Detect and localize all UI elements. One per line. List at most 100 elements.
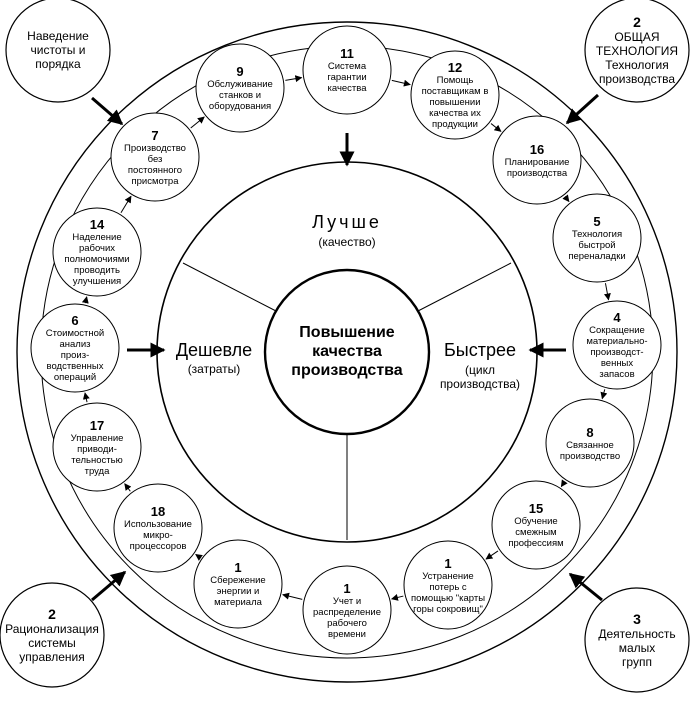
node-n17-number: 17 bbox=[89, 417, 105, 433]
sector-top-title: Лучше bbox=[312, 212, 382, 232]
sector-right-subtitle-line1: (цикл bbox=[465, 363, 495, 377]
node-n1c-text: Устранение потерь с помощью "карты горы … bbox=[410, 570, 486, 615]
link-arrow-n12-n16 bbox=[490, 123, 502, 132]
node-links bbox=[81, 75, 611, 601]
arrow-corner-br bbox=[568, 572, 603, 602]
node-n15-number: 15 bbox=[528, 501, 544, 516]
center-title-line1: Повышение bbox=[299, 324, 395, 341]
node-n14-text: Наделение рабочих полномочиями проводить… bbox=[64, 232, 130, 287]
link-arrow-n9-n11 bbox=[285, 75, 303, 83]
node-n11-text: Система гарантии качества bbox=[327, 61, 367, 94]
sector-left-title: Дешевле bbox=[175, 340, 253, 360]
node-circle-n14 bbox=[52, 207, 142, 297]
corner-bl-number: 2 bbox=[48, 606, 56, 622]
node-n18-text: Использование микро- процессоров bbox=[124, 519, 192, 552]
node-circles bbox=[30, 25, 662, 655]
node-n9-number: 9 bbox=[236, 64, 244, 79]
node-circle-n1b bbox=[302, 565, 392, 655]
center-title-line3: производства bbox=[291, 362, 403, 379]
node-circle-n18 bbox=[113, 483, 203, 573]
node-n7-text: Производство без постоянного присмотра bbox=[124, 142, 186, 187]
arrow-corner-bl bbox=[91, 570, 127, 602]
node-n1a-number: 1 bbox=[234, 560, 242, 575]
node-n5-number: 5 bbox=[593, 214, 601, 229]
link-arrow-n17-n6 bbox=[82, 392, 90, 403]
link-arrow-n14-n7 bbox=[120, 195, 132, 213]
corner-tr-text: ОБЩАЯ ТЕХНОЛОГИЯ Технология производства bbox=[595, 30, 679, 86]
node-circle-n1c bbox=[403, 540, 493, 630]
node-n4-text: Сокращение материально- производст- венн… bbox=[586, 325, 648, 380]
node-n16-number: 16 bbox=[529, 141, 545, 157]
node-n7-number: 7 bbox=[151, 127, 159, 143]
node-n14-number: 14 bbox=[89, 217, 105, 232]
link-arrow-n15-n1c bbox=[485, 550, 499, 560]
node-n4-number: 4 bbox=[613, 310, 621, 325]
node-n1c-number: 1 bbox=[444, 555, 452, 571]
corner-br-text: Деятельность малых групп bbox=[598, 627, 676, 669]
link-arrow-n4-n8 bbox=[600, 389, 608, 400]
link-arrow-n8-n15 bbox=[560, 479, 568, 488]
sector-right-title: Быстрее bbox=[443, 340, 517, 360]
link-arrow-n1b-n1a bbox=[282, 592, 303, 600]
node-circle-n17 bbox=[52, 402, 142, 492]
node-n17-text: Управление приводи- тельностью труда bbox=[70, 432, 124, 477]
corner-circle-tr bbox=[584, 0, 690, 103]
corner-circle-br bbox=[584, 587, 690, 693]
corner-tl-text: Наведение чистоты и порядка bbox=[27, 29, 89, 71]
outer-ring bbox=[16, 21, 678, 683]
node-circle-n16 bbox=[492, 115, 582, 205]
node-n16-text: Планирование производства bbox=[504, 156, 570, 179]
link-arrow-n5-n4 bbox=[603, 283, 611, 301]
node-circle-n1a bbox=[193, 539, 283, 629]
link-arrow-n7-n9 bbox=[190, 116, 205, 129]
node-circle-n9 bbox=[195, 43, 285, 133]
corner-tl-label: Наведение чистоты и порядка bbox=[8, 29, 108, 71]
corner-tr-number: 2 bbox=[633, 14, 641, 30]
node-circle-n8 bbox=[545, 398, 635, 488]
arrow-corner-tl bbox=[91, 96, 124, 126]
node-n18-number: 18 bbox=[150, 504, 166, 519]
link-arrow-n16-n5 bbox=[562, 194, 570, 203]
node-circle-n6 bbox=[30, 303, 120, 393]
link-arrow-n18-n17 bbox=[124, 483, 132, 492]
node-n6-text: Стоимостной анализ произ- водственных оп… bbox=[45, 328, 105, 383]
node-n15-text: Обучение смежным профессиям bbox=[508, 516, 564, 549]
node-n9-text: Обслуживание станков и оборудования bbox=[207, 79, 273, 112]
node-circle-n11 bbox=[302, 25, 392, 115]
link-arrow-n1c-n1b bbox=[390, 594, 404, 601]
arrow-corner-tr bbox=[565, 93, 600, 125]
node-n1a-text: Сбережение энергии и материала bbox=[210, 575, 266, 608]
link-arrow-n11-n12 bbox=[391, 79, 411, 87]
node-n5-text: Технология быстрой переналадки bbox=[568, 229, 626, 262]
node-circle-n5 bbox=[552, 193, 642, 283]
sector-right-subtitle-line2: производства) bbox=[439, 377, 521, 391]
node-circle-n15 bbox=[491, 480, 581, 570]
sector-left-subtitle: (затраты) bbox=[187, 362, 241, 376]
node-n6-number: 6 bbox=[71, 313, 79, 328]
corner-circle-bl bbox=[0, 582, 105, 688]
corner-bl-text: Рационализация системы управления bbox=[5, 622, 99, 664]
corner-circle-tl bbox=[5, 0, 111, 103]
node-circle-n7 bbox=[110, 112, 200, 202]
sector-divider-left bbox=[182, 262, 277, 312]
node-n12-text: Помощь поставщикам в повышении качества … bbox=[421, 75, 489, 130]
